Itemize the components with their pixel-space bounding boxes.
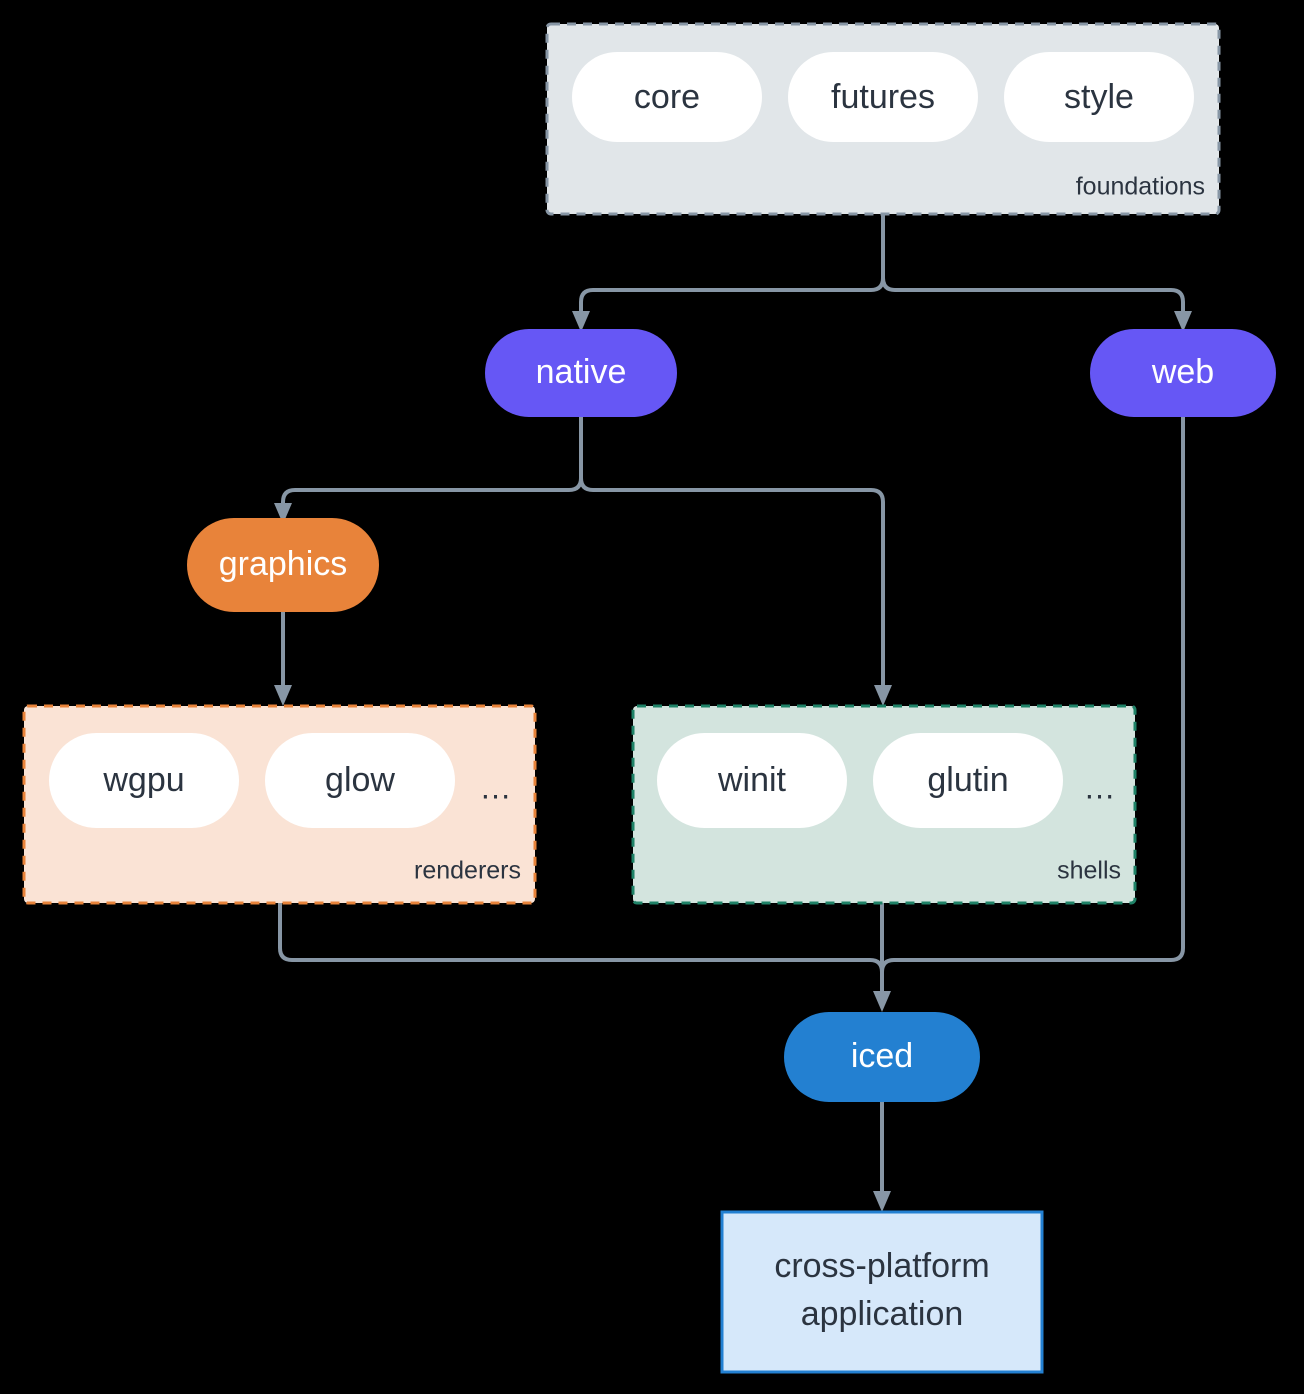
node-glow-label: glow	[325, 761, 395, 799]
node-web-label: web	[1151, 353, 1214, 391]
node-winit[interactable]: winit	[657, 733, 847, 828]
arrowhead-native	[572, 311, 590, 332]
cluster-shells-label: shells	[1057, 857, 1121, 885]
node-graphics-label: graphics	[219, 545, 348, 583]
node-futures-shape	[788, 52, 978, 142]
node-wgpu-shape	[49, 733, 239, 828]
node-web-shape	[1090, 329, 1276, 417]
shells-ellipsis: …	[1084, 769, 1117, 805]
node-cross-platform-application[interactable]: cross-platform application	[720, 1210, 1044, 1374]
arrowhead-application	[873, 1191, 891, 1212]
node-native[interactable]: native	[485, 329, 677, 417]
arrowhead-iced	[873, 991, 891, 1012]
node-glow[interactable]: glow	[265, 733, 455, 828]
edge-foundations-to-web	[881, 214, 1185, 318]
arrowhead-shells	[874, 685, 892, 706]
node-style[interactable]: style	[1004, 52, 1194, 142]
node-glutin[interactable]: glutin	[873, 733, 1063, 828]
node-core[interactable]: core	[572, 52, 762, 142]
node-iced-shape	[784, 1012, 980, 1102]
node-style-shape	[1004, 52, 1194, 142]
arrowhead-web	[1174, 311, 1192, 332]
node-style-label: style	[1064, 78, 1134, 116]
edge-layer	[274, 214, 1192, 1212]
edge-native-to-graphics	[281, 417, 583, 510]
node-wgpu[interactable]: wgpu	[49, 733, 239, 828]
node-native-label: native	[536, 353, 627, 391]
arrowhead-renderers	[274, 685, 292, 706]
node-wgpu-label: wgpu	[102, 761, 184, 799]
edge-native-to-shells	[579, 417, 885, 692]
node-core-label: core	[634, 78, 700, 116]
edge-web-to-iced	[880, 417, 1185, 998]
node-winit-label: winit	[717, 761, 787, 799]
application-label-line2: application	[801, 1295, 964, 1333]
node-glutin-label: glutin	[927, 761, 1008, 799]
node-core-shape	[572, 52, 762, 142]
node-winit-shape	[657, 733, 847, 828]
cluster-renderers-label: renderers	[414, 857, 521, 885]
cluster-renderers: wgpu glow … renderers	[22, 704, 537, 905]
node-iced-label: iced	[851, 1037, 913, 1075]
node-graphics-shape	[187, 518, 379, 612]
edge-foundations-to-native	[579, 214, 885, 318]
node-web[interactable]: web	[1090, 329, 1276, 417]
arrowhead-graphics	[274, 503, 292, 524]
node-graphics[interactable]: graphics	[187, 518, 379, 612]
cluster-foundations: core futures style foundations	[545, 22, 1221, 216]
cluster-foundations-label: foundations	[1076, 173, 1205, 201]
application-label-line1: cross-platform	[774, 1247, 989, 1285]
node-glow-shape	[265, 733, 455, 828]
edge-renderers-to-iced	[278, 903, 884, 998]
node-iced[interactable]: iced	[784, 1012, 980, 1102]
node-futures[interactable]: futures	[788, 52, 978, 142]
application-box-shape	[720, 1210, 1044, 1374]
cluster-shells: winit glutin … shells	[631, 704, 1137, 905]
node-glutin-shape	[873, 733, 1063, 828]
renderers-ellipsis: …	[480, 769, 513, 805]
node-native-shape	[485, 329, 677, 417]
node-futures-label: futures	[831, 78, 935, 116]
